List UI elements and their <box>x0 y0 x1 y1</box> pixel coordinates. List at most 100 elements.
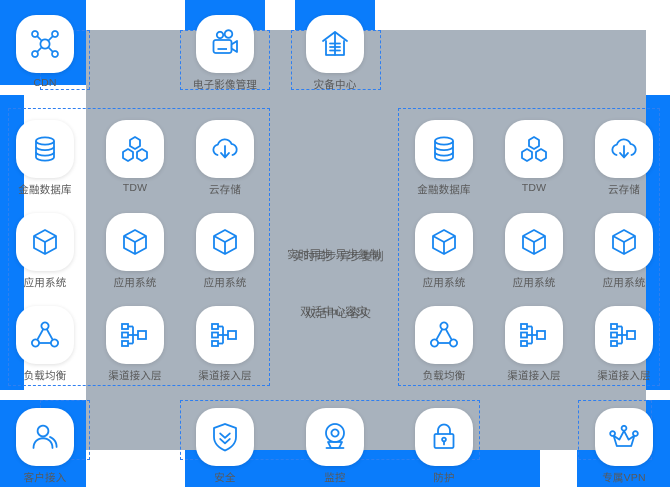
tile-right-channel-1[interactable] <box>505 306 563 364</box>
node-right-app-3[interactable]: 应用系统 <box>595 213 653 289</box>
label-right-app-3: 应用系统 <box>602 277 646 289</box>
node-right-channel-2[interactable]: 渠道接入层 <box>595 306 653 382</box>
sync-flow-label-shadow: 实时同步 异步复制 <box>292 251 384 263</box>
group-box-left-site <box>8 108 270 386</box>
label-video-mgmt: 电子影像管理 <box>192 79 258 91</box>
node-left-database[interactable]: 金融数据库 <box>16 120 74 196</box>
tile-left-load-balancer[interactable] <box>16 306 74 364</box>
node-protection[interactable]: 防护 <box>415 408 473 484</box>
node-left-tdw[interactable]: TDW <box>106 120 164 194</box>
tile-right-tdw[interactable] <box>505 120 563 178</box>
label-right-channel-2: 渠道接入层 <box>597 370 651 382</box>
label-security: 安全 <box>214 472 236 484</box>
label-right-app-1: 应用系统 <box>422 277 466 289</box>
shield-chevron-icon <box>208 420 242 454</box>
label-dr-center: 灾备中心 <box>313 79 357 91</box>
label-cdn: CDN <box>33 77 57 89</box>
label-left-app-3: 应用系统 <box>203 277 247 289</box>
tile-left-tdw[interactable] <box>106 120 164 178</box>
node-client-access[interactable]: 客户接入 <box>16 408 74 484</box>
load-balance-icon <box>427 318 461 352</box>
cube-icon <box>208 225 242 259</box>
cube-icon <box>427 225 461 259</box>
cube-icon <box>607 225 641 259</box>
tile-security[interactable] <box>196 408 254 466</box>
label-client-access: 客户接入 <box>23 472 67 484</box>
label-left-app-2: 应用系统 <box>113 277 157 289</box>
node-monitoring[interactable]: 监控 <box>306 408 364 484</box>
hexagon-cluster-icon <box>118 132 152 166</box>
node-right-database[interactable]: 金融数据库 <box>415 120 473 196</box>
node-dr-center[interactable]: 灾备中心 <box>306 15 364 91</box>
node-video-mgmt[interactable]: 电子影像管理 <box>193 15 257 91</box>
cube-icon <box>517 225 551 259</box>
tree-nodes-icon <box>208 318 242 352</box>
user-icon <box>28 420 62 454</box>
tile-cdn[interactable] <box>16 15 74 73</box>
tree-nodes-icon <box>118 318 152 352</box>
node-right-channel-1[interactable]: 渠道接入层 <box>505 306 563 382</box>
label-monitoring: 监控 <box>324 472 346 484</box>
crown-icon <box>607 420 641 454</box>
video-camera-icon <box>208 27 242 61</box>
node-vpn[interactable]: 专属VPN <box>595 408 653 484</box>
database-icon <box>427 132 461 166</box>
tile-right-app-2[interactable] <box>505 213 563 271</box>
database-icon <box>28 132 62 166</box>
node-right-app-2[interactable]: 应用系统 <box>505 213 563 289</box>
tile-right-channel-2[interactable] <box>595 306 653 364</box>
tile-vpn[interactable] <box>595 408 653 466</box>
tile-right-load-balancer[interactable] <box>415 306 473 364</box>
tree-nodes-icon <box>607 318 641 352</box>
node-cdn[interactable]: CDN <box>16 15 74 89</box>
tile-left-app-3[interactable] <box>196 213 254 271</box>
node-right-cloud-storage[interactable]: 云存储 <box>595 120 653 196</box>
tile-right-cloud-storage[interactable] <box>595 120 653 178</box>
node-left-app-3[interactable]: 应用系统 <box>196 213 254 289</box>
tree-nodes-icon <box>517 318 551 352</box>
tile-left-app-1[interactable] <box>16 213 74 271</box>
tile-left-app-2[interactable] <box>106 213 164 271</box>
tile-left-channel-2[interactable] <box>196 306 254 364</box>
tile-client-access[interactable] <box>16 408 74 466</box>
sync-flow-label: 实时同步 异步复制 <box>287 249 381 261</box>
node-left-app-1[interactable]: 应用系统 <box>16 213 74 289</box>
node-left-channel-1[interactable]: 渠道接入层 <box>106 306 164 382</box>
label-left-app-1: 应用系统 <box>23 277 67 289</box>
tile-left-cloud-storage[interactable] <box>196 120 254 178</box>
tile-monitoring[interactable] <box>306 408 364 466</box>
tile-left-database[interactable] <box>16 120 74 178</box>
tile-dr-center[interactable] <box>306 15 364 73</box>
label-left-tdw: TDW <box>122 182 148 194</box>
node-left-app-2[interactable]: 应用系统 <box>106 213 164 289</box>
label-left-channel-2: 渠道接入层 <box>198 370 252 382</box>
tile-video-mgmt[interactable] <box>196 15 254 73</box>
label-left-load-balancer: 负载均衡 <box>23 370 67 382</box>
tile-protection[interactable] <box>415 408 473 466</box>
tile-left-channel-1[interactable] <box>106 306 164 364</box>
cube-icon <box>28 225 62 259</box>
node-left-cloud-storage[interactable]: 云存储 <box>196 120 254 196</box>
warehouse-icon <box>318 27 352 61</box>
cube-icon <box>118 225 152 259</box>
node-left-load-balancer[interactable]: 负载均衡 <box>16 306 74 382</box>
dr-mode-label-shadow: 双活中心容灾 <box>305 308 371 320</box>
node-right-app-1[interactable]: 应用系统 <box>415 213 473 289</box>
tile-right-app-1[interactable] <box>415 213 473 271</box>
cdn-network-icon <box>28 27 62 61</box>
tile-right-app-3[interactable] <box>595 213 653 271</box>
node-security[interactable]: 安全 <box>196 408 254 484</box>
load-balance-icon <box>28 318 62 352</box>
hexagon-cluster-icon <box>517 132 551 166</box>
node-right-load-balancer[interactable]: 负载均衡 <box>415 306 473 382</box>
tile-right-database[interactable] <box>415 120 473 178</box>
node-left-channel-2[interactable]: 渠道接入层 <box>196 306 254 382</box>
label-right-load-balancer: 负载均衡 <box>422 370 466 382</box>
node-right-tdw[interactable]: TDW <box>505 120 563 194</box>
label-left-cloud-storage: 云存储 <box>208 184 242 196</box>
label-protection: 防护 <box>433 472 455 484</box>
lock-icon <box>427 420 461 454</box>
cloud-download-icon <box>607 132 641 166</box>
label-right-channel-1: 渠道接入层 <box>507 370 561 382</box>
